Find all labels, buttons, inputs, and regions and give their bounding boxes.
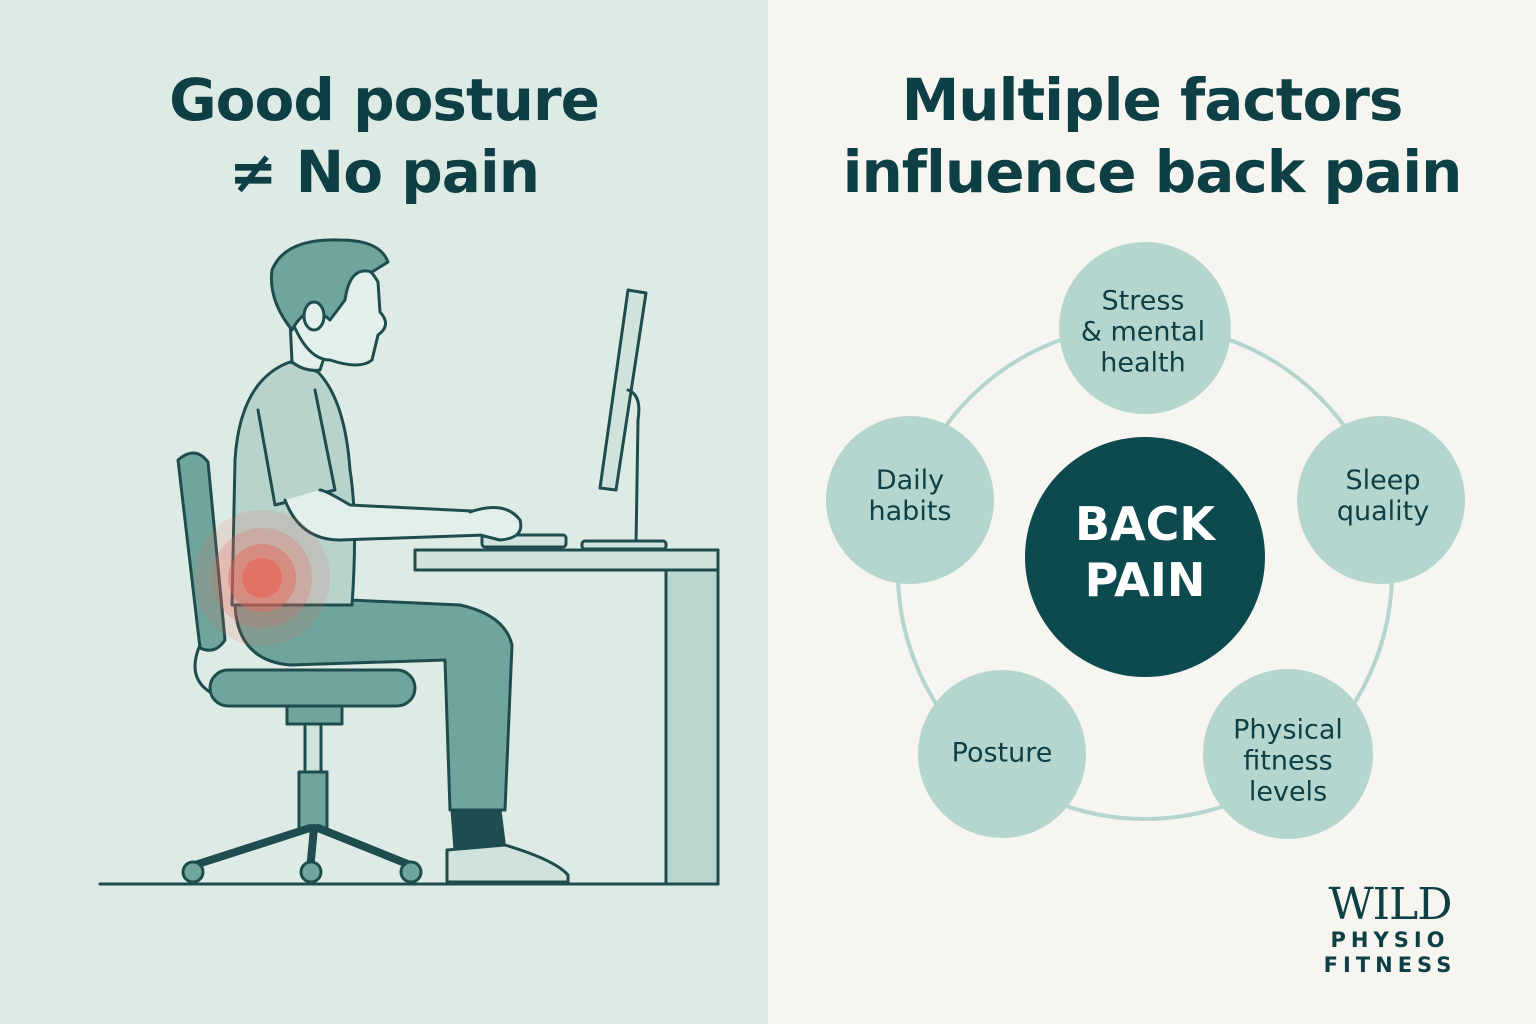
left-title-line1: Good posture	[169, 66, 600, 134]
seated-person-illustration	[98, 238, 720, 886]
torso	[230, 360, 523, 607]
left-title: Good posture ≠ No pain	[0, 64, 768, 208]
factor-circle-posture	[918, 670, 1086, 838]
right-title-line2: influence back pain	[842, 138, 1463, 206]
brand-logo: WILD PHYSIO FITNESS	[1322, 882, 1458, 978]
chair	[176, 451, 423, 884]
factor-label-posture: Posture	[952, 738, 1053, 769]
logo-wild: WILD	[1328, 879, 1452, 930]
factor-text: quality	[1336, 496, 1430, 527]
factor-text: Posture	[951, 737, 1053, 769]
right-title-line1: Multiple factors	[901, 66, 1404, 134]
factor-text: levels	[1248, 776, 1328, 808]
monitor	[480, 288, 668, 551]
factor-label-sleep: Sleep quality	[1337, 465, 1429, 527]
factor-circle-sleep	[1297, 416, 1465, 584]
factor-label-stress: Stress & mental health	[1081, 286, 1205, 379]
logo-physio: PHYSIO	[1330, 928, 1450, 952]
center-label: BACK PAIN	[1075, 496, 1215, 608]
factor-circle-habits	[826, 416, 994, 584]
legs	[233, 598, 570, 884]
factor-circle-fitness	[1203, 669, 1373, 839]
factor-text: Sleep	[1345, 465, 1421, 496]
desk	[413, 548, 720, 886]
center-circle	[1025, 437, 1265, 677]
center-label-line1: BACK	[1074, 497, 1216, 551]
center-label-line2: PAIN	[1084, 553, 1206, 607]
factor-label-habits: Daily habits	[869, 465, 952, 527]
head	[269, 238, 390, 372]
factor-text: habits	[868, 496, 952, 527]
factor-circle-stress	[1059, 242, 1231, 414]
factor-text: & mental	[1080, 316, 1206, 348]
left-title-line2: ≠ No pain	[228, 138, 540, 206]
factor-text: fitness	[1243, 745, 1333, 777]
factor-text: Daily	[875, 465, 945, 496]
factor-text: Physical	[1233, 714, 1343, 746]
pain-indicator	[194, 510, 330, 646]
factor-text: health	[1100, 347, 1186, 379]
right-title: Multiple factors influence back pain	[768, 64, 1536, 208]
logo-fitness: FITNESS	[1323, 953, 1457, 977]
factor-text: Stress	[1101, 285, 1185, 317]
factor-label-fitness: Physical fitness levels	[1233, 715, 1343, 808]
